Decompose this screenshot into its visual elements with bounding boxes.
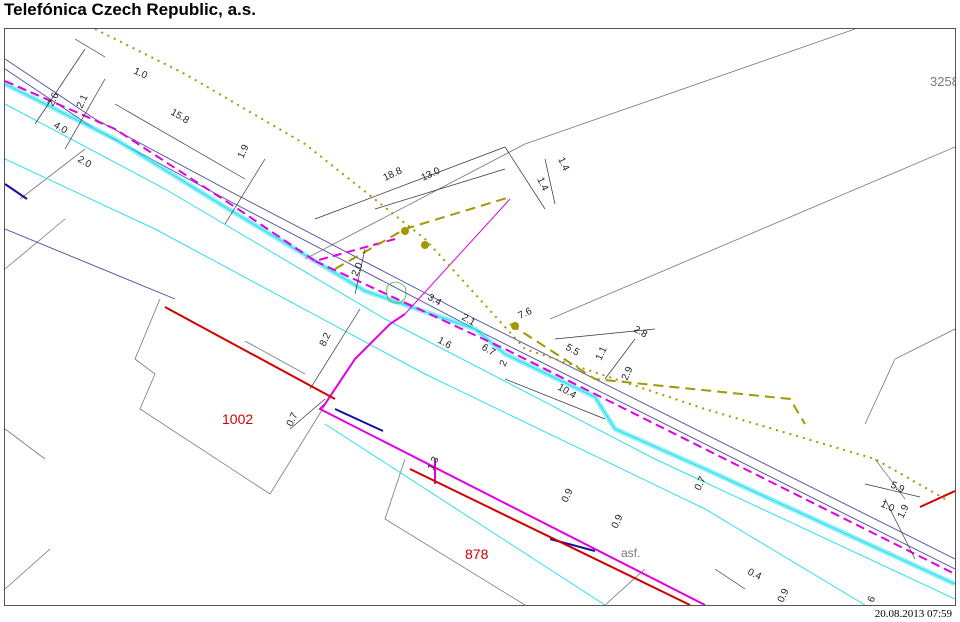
tree-symbol (386, 281, 407, 304)
map-canvas[interactable]: 1.0 2.6 2.1 4.0 2.0 15.8 1.9 18.8 13.0 1… (5, 29, 955, 605)
dim-label: 1.9 (236, 143, 252, 161)
dim-label: 2.8 (632, 324, 650, 341)
parcel-number[interactable]: 1002 (222, 411, 253, 427)
surface-label: asf. (621, 546, 640, 560)
existing-cables (5, 81, 955, 605)
dim-label: 5.9 (889, 480, 907, 496)
dim-label: 2.9 (620, 365, 636, 383)
timestamp: 20.08.2013 07:59 (874, 608, 952, 620)
dim-label: 1.9 (896, 503, 912, 521)
property-boundaries (164, 306, 955, 605)
dim-label: 7.6 (517, 306, 535, 322)
parcel-number[interactable]: 878 (465, 546, 489, 562)
dim-label: 4.0 (52, 120, 70, 137)
dim-label: 1.0 (132, 66, 150, 82)
dim-label: 18.8 (382, 165, 405, 183)
dim-label: 0.9 (776, 587, 792, 605)
dim-label: 0.9 (610, 513, 626, 531)
dim-label: 1.0 (879, 499, 897, 515)
dim-label: 2.1 (75, 93, 91, 111)
dim-label: 0.4 (746, 567, 764, 583)
dim-label: 1.4 (555, 156, 571, 174)
dim-label: 15.8 (169, 107, 192, 126)
cable-route (5, 80, 955, 605)
proposed-route (94, 29, 946, 500)
dim-label: 6 (866, 594, 879, 604)
page-title: Telefónica Czech Republic, a.s. (4, 0, 256, 19)
dim-label: 1.1 (594, 345, 610, 363)
dim-label: 0.9 (560, 487, 576, 505)
dim-label: 2.0 (350, 261, 366, 279)
dimension-lines (34, 38, 921, 590)
dim-label: 8.2 (318, 331, 334, 349)
dim-label: 0.7 (693, 475, 709, 493)
dim-label: 2.6 (46, 91, 62, 109)
dim-label: 2 (498, 358, 511, 368)
dim-label: 1.6 (436, 335, 454, 352)
dim-label: 1.3 (426, 455, 442, 473)
dim-label: 0.7 (285, 411, 301, 429)
dim-label: 2.0 (76, 154, 94, 171)
parcel-number[interactable]: 3258 (930, 74, 955, 89)
map-frame[interactable]: 1.0 2.6 2.1 4.0 2.0 15.8 1.9 18.8 13.0 1… (4, 28, 956, 606)
road-edges (5, 58, 955, 570)
dim-label: 1.4 (534, 176, 550, 194)
dim-label: 5.5 (564, 342, 582, 359)
dim-label: 13.0 (420, 165, 443, 183)
parcel-outlines (5, 29, 955, 605)
